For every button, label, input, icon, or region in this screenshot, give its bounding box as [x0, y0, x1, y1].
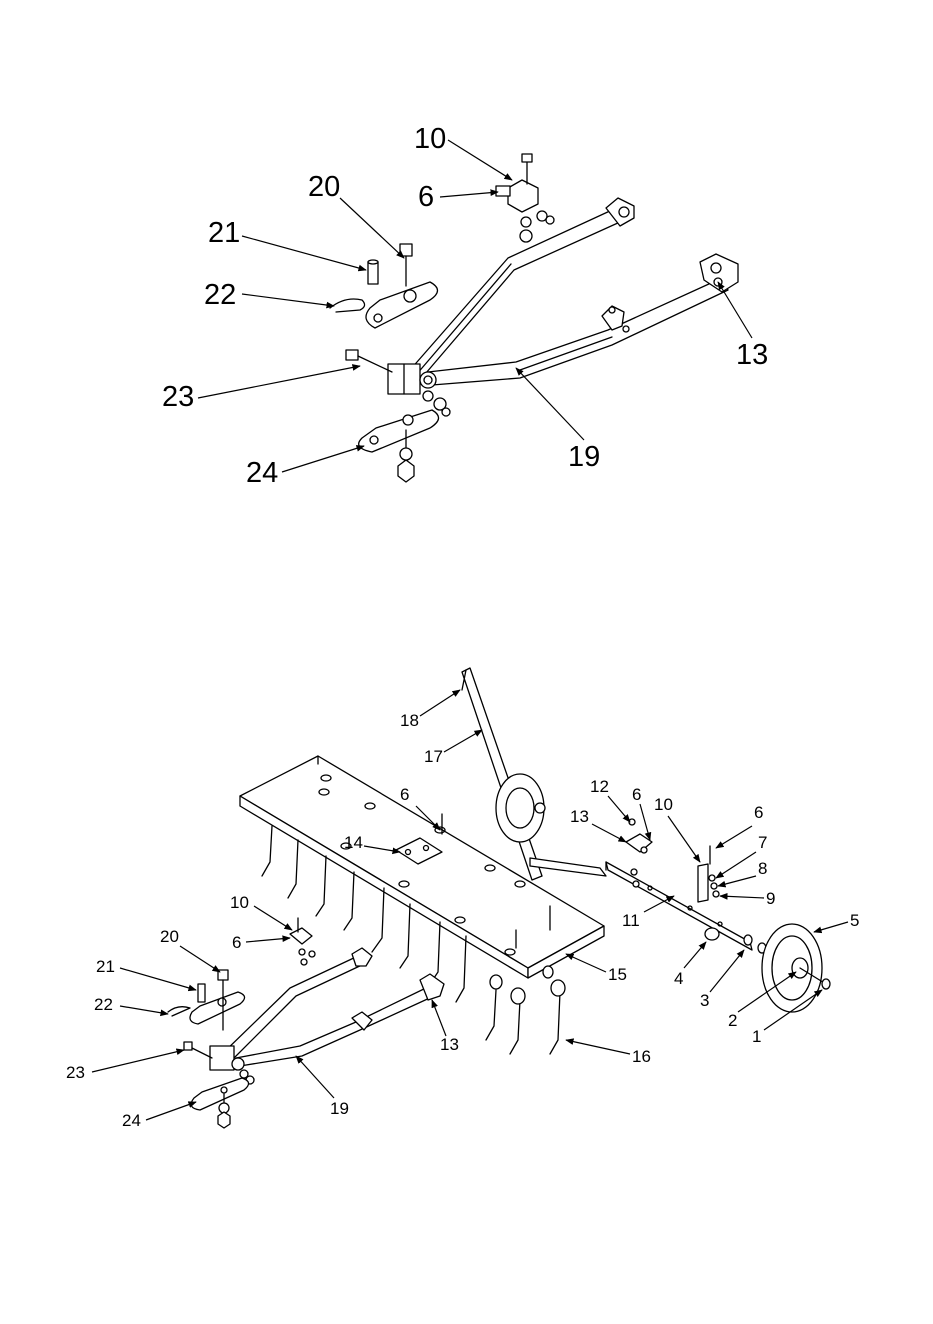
callout-6-b2: 6 — [754, 803, 763, 822]
callout-15: 15 — [608, 965, 627, 984]
callout-18: 18 — [400, 711, 419, 730]
callout-21-top: 21 — [208, 217, 240, 249]
callout-6-b3: 6 — [400, 785, 409, 804]
top-hitch-drawing — [330, 154, 738, 482]
callout-13-b1: 13 — [570, 807, 589, 826]
callout-16: 16 — [632, 1047, 651, 1066]
callout-6-top: 6 — [418, 181, 434, 213]
callout-2: 2 — [728, 1011, 737, 1030]
callout-24-top: 24 — [246, 457, 278, 489]
callout-3: 3 — [700, 991, 709, 1010]
callout-13-top: 13 — [736, 339, 768, 371]
callout-10-top: 10 — [414, 123, 446, 155]
callout-20-top: 20 — [308, 171, 340, 203]
callout-8: 8 — [758, 859, 767, 878]
bottom-assembly-drawing — [168, 668, 830, 1128]
callout-1: 1 — [752, 1027, 761, 1046]
callout-17: 17 — [424, 747, 443, 766]
callout-5: 5 — [850, 911, 859, 930]
callout-19-top: 19 — [568, 441, 600, 473]
callout-24-b: 24 — [122, 1111, 141, 1130]
callout-22-top: 22 — [204, 279, 236, 311]
callout-20-b: 20 — [160, 927, 179, 946]
callout-14: 14 — [344, 833, 363, 852]
callout-21-b: 21 — [96, 957, 115, 976]
callout-19-b: 19 — [330, 1099, 349, 1118]
callout-23-top: 23 — [162, 381, 194, 413]
callout-6-b4: 6 — [232, 933, 241, 952]
callout-11: 11 — [622, 911, 640, 930]
callout-6-b1: 6 — [632, 785, 641, 804]
callout-7: 7 — [758, 833, 767, 852]
callout-13-b2: 13 — [440, 1035, 459, 1054]
callout-9: 9 — [766, 889, 775, 908]
callout-4: 4 — [674, 969, 683, 988]
callout-22-b: 22 — [94, 995, 113, 1014]
callout-10-b1: 10 — [654, 795, 673, 814]
callout-12: 12 — [590, 777, 609, 796]
callout-10-b2: 10 — [230, 893, 249, 912]
callout-23-b: 23 — [66, 1063, 85, 1082]
